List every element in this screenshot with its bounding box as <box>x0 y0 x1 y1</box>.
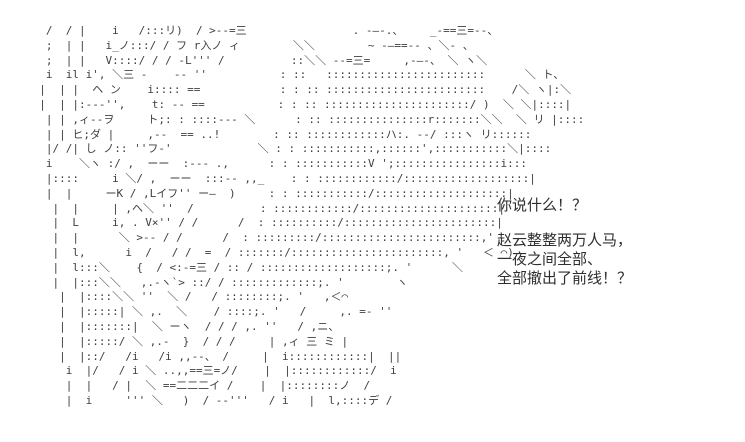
dialogue-block: 你说什么！？ 赵云整整两万人马， 一夜之间全部、 全部撤出了前线！？ <box>497 196 632 288</box>
dialogue-exclamation: 你说什么！？ <box>497 197 588 214</box>
dialogue-body: 赵云整整两万人马， 一夜之间全部、 全部撤出了前线！？ <box>497 232 633 287</box>
ascii-art-portrait: / / | i /:::リ) / >--=三 . -―-.、 _-==三=--、… <box>39 24 585 407</box>
